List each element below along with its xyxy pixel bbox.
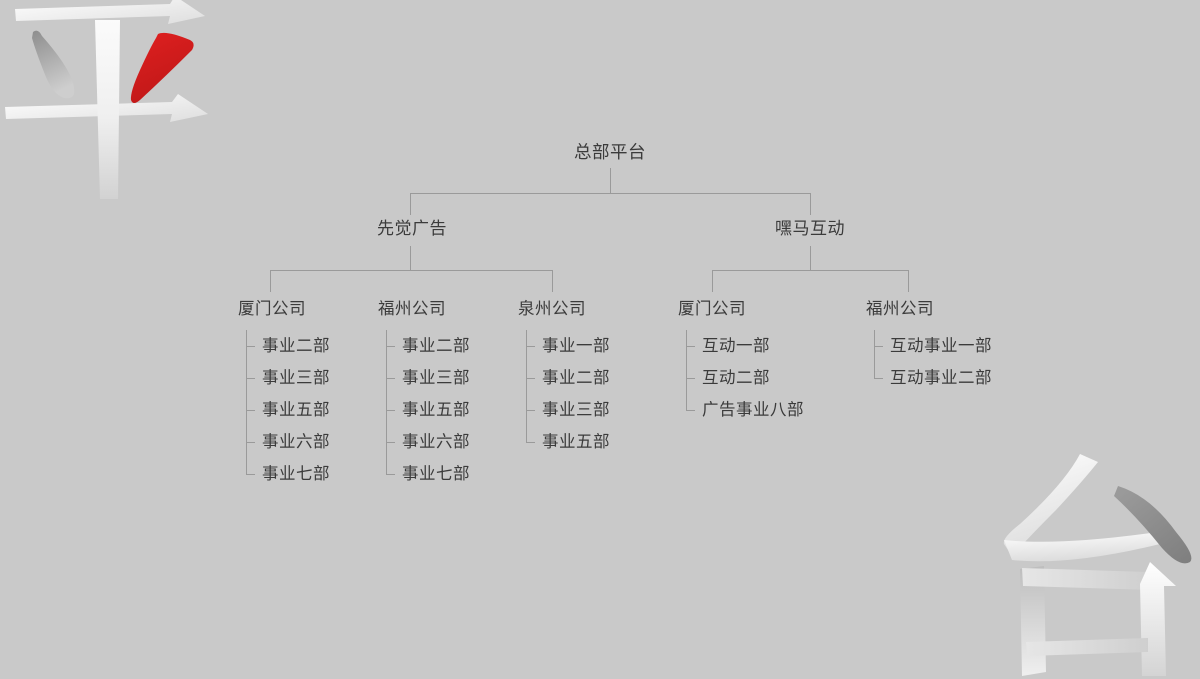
node-company-xiamen-interactive[interactable]: 厦门公司 <box>678 299 746 318</box>
leaf-item[interactable]: 互动事业二部 <box>874 362 992 394</box>
leaf-label: 事业五部 <box>262 399 330 419</box>
leaf-tick <box>526 346 535 347</box>
node-division-heima[interactable]: 嘿马互动 <box>775 219 845 239</box>
connector-division-right-bar <box>712 270 908 271</box>
leaf-item[interactable]: 事业六部 <box>246 426 330 458</box>
leaf-item[interactable]: 广告事业八部 <box>686 394 804 426</box>
connector-to-company-xiamen-left <box>270 270 271 292</box>
leaf-tick <box>686 378 695 379</box>
leaf-item[interactable]: 互动二部 <box>686 362 804 394</box>
leaf-item[interactable]: 互动事业一部 <box>874 330 992 362</box>
leaf-tick <box>246 346 255 347</box>
leaf-label: 事业七部 <box>402 463 470 483</box>
leaf-spine <box>686 330 687 410</box>
leaf-tick <box>246 442 255 443</box>
leaf-group-fuzhou-ad: 事业二部事业三部事业五部事业六部事业七部 <box>386 330 470 490</box>
leaf-label: 互动事业二部 <box>890 367 992 387</box>
watermark-tai-character <box>1003 454 1192 676</box>
leaf-item[interactable]: 事业三部 <box>526 394 610 426</box>
leaf-label: 事业二部 <box>542 367 610 387</box>
leaf-item[interactable]: 事业六部 <box>386 426 470 458</box>
connector-to-company-xiamen-right <box>712 270 713 292</box>
leaf-tick <box>686 410 695 411</box>
leaf-tick <box>246 410 255 411</box>
leaf-item[interactable]: 互动一部 <box>686 330 804 362</box>
leaf-group-quanzhou-ad: 事业一部事业二部事业三部事业五部 <box>526 330 610 458</box>
leaf-item[interactable]: 事业二部 <box>526 362 610 394</box>
leaf-tick <box>386 378 395 379</box>
leaf-tick <box>246 474 255 475</box>
leaf-label: 事业七部 <box>262 463 330 483</box>
node-company-xiamen-ad[interactable]: 厦门公司 <box>238 299 306 318</box>
node-division-xianjue[interactable]: 先觉广告 <box>377 219 447 239</box>
leaf-label: 互动事业一部 <box>890 335 992 355</box>
leaf-item[interactable]: 事业五部 <box>386 394 470 426</box>
leaf-label: 事业五部 <box>542 431 610 451</box>
connector-to-division-right <box>810 193 811 215</box>
leaf-tick <box>874 378 883 379</box>
node-company-fuzhou-interactive[interactable]: 福州公司 <box>866 299 934 318</box>
leaf-spine <box>874 330 875 378</box>
leaf-item[interactable]: 事业一部 <box>526 330 610 362</box>
leaf-label: 事业五部 <box>402 399 470 419</box>
connector-to-company-fuzhou-right <box>908 270 909 292</box>
leaf-label: 事业三部 <box>542 399 610 419</box>
node-root[interactable]: 总部平台 <box>574 143 646 163</box>
leaf-item[interactable]: 事业五部 <box>246 394 330 426</box>
leaf-group-xiamen-ad: 事业二部事业三部事业五部事业六部事业七部 <box>246 330 330 490</box>
leaf-tick <box>526 410 535 411</box>
leaf-label: 事业六部 <box>262 431 330 451</box>
leaf-spine <box>386 330 387 474</box>
leaf-label: 互动一部 <box>702 335 770 355</box>
leaf-item[interactable]: 事业二部 <box>386 330 470 362</box>
leaf-label: 事业二部 <box>262 335 330 355</box>
node-company-fuzhou-ad[interactable]: 福州公司 <box>378 299 446 318</box>
connector-to-company-quanzhou <box>552 270 553 292</box>
leaf-item[interactable]: 事业七部 <box>246 458 330 490</box>
leaf-item[interactable]: 事业三部 <box>246 362 330 394</box>
leaf-label: 互动二部 <box>702 367 770 387</box>
leaf-tick <box>246 378 255 379</box>
leaf-spine <box>246 330 247 474</box>
leaf-group-xiamen-interactive: 互动一部互动二部广告事业八部 <box>686 330 804 426</box>
leaf-label: 事业三部 <box>262 367 330 387</box>
watermark-ping-character <box>5 0 208 199</box>
connector-division-left-stem <box>410 246 411 270</box>
node-company-quanzhou-ad[interactable]: 泉州公司 <box>518 299 586 318</box>
connector-to-division-left <box>410 193 411 215</box>
connector-level1-bar <box>410 193 810 194</box>
leaf-tick <box>386 410 395 411</box>
leaf-label: 广告事业八部 <box>702 399 804 419</box>
leaf-item[interactable]: 事业五部 <box>526 426 610 458</box>
leaf-tick <box>386 474 395 475</box>
leaf-label: 事业二部 <box>402 335 470 355</box>
connector-division-left-bar <box>270 270 552 271</box>
leaf-label: 事业六部 <box>402 431 470 451</box>
leaf-tick <box>386 346 395 347</box>
leaf-item[interactable]: 事业二部 <box>246 330 330 362</box>
leaf-label: 事业三部 <box>402 367 470 387</box>
leaf-tick <box>526 442 535 443</box>
connector-division-right-stem <box>810 246 811 270</box>
leaf-tick <box>526 378 535 379</box>
connector-root-stem <box>610 168 611 193</box>
leaf-item[interactable]: 事业七部 <box>386 458 470 490</box>
leaf-item[interactable]: 事业三部 <box>386 362 470 394</box>
leaf-tick <box>386 442 395 443</box>
leaf-spine <box>526 330 527 442</box>
leaf-label: 事业一部 <box>542 335 610 355</box>
leaf-tick <box>686 346 695 347</box>
leaf-tick <box>874 346 883 347</box>
leaf-group-fuzhou-interactive: 互动事业一部互动事业二部 <box>874 330 992 394</box>
